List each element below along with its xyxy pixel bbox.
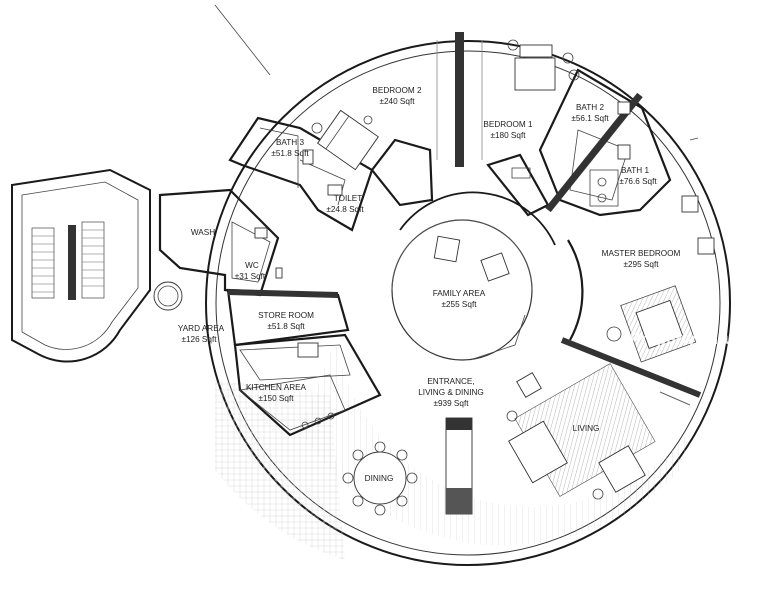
house-logo-icon	[598, 314, 626, 348]
outer-walls	[205, 4, 731, 566]
kitchen-floor-tiles	[215, 380, 345, 560]
room-kitchen-area-name: KITCHEN AREA	[246, 383, 307, 392]
room-entrance-name-line1: ENTRANCE,	[427, 377, 474, 386]
room-bath2-name: BATH 2	[576, 103, 605, 112]
room-wc-name: WC	[245, 261, 259, 270]
watermark-text: PropertyGuru	[630, 331, 734, 348]
furniture	[239, 39, 715, 516]
room-store-room-area: ±51.8 Sqft	[267, 322, 305, 331]
room-dining-name: DINING	[365, 474, 394, 483]
room-master-bedroom-name: MASTER BEDROOM	[602, 249, 681, 258]
room-bedroom2-name: BEDROOM 2	[372, 86, 422, 95]
room-store-room-name: STORE ROOM	[258, 311, 314, 320]
room-master-bedroom-area: ±295 Sqft	[624, 260, 660, 269]
room-kitchen-area-area: ±150 Sqft	[259, 394, 295, 403]
stair-tower	[11, 168, 183, 363]
watermark: PropertyGuru	[598, 314, 734, 348]
room-living-name: LIVING	[573, 424, 600, 433]
room-family-area-area: ±255 Sqft	[442, 300, 478, 309]
room-toilet-name: TOILET	[334, 194, 363, 203]
room-bedroom1-name: BEDROOM 1	[483, 120, 533, 129]
room-toilet-area: ±24.8 Sqft	[326, 205, 364, 214]
room-yard-area-name: YARD AREA	[178, 324, 225, 333]
room-bedroom2-area: ±240 Sqft	[380, 97, 416, 106]
room-wash-name: WASH	[191, 228, 215, 237]
structural-beams	[227, 32, 702, 406]
room-labels: BEDROOM 2 ±240 Sqft BEDROOM 1 ±180 Sqft …	[178, 86, 681, 483]
room-wc-area: ±31 Sqft	[235, 272, 266, 281]
room-bath1-name: BATH 1	[621, 166, 650, 175]
room-entrance-name-line2: LIVING & DINING	[418, 388, 484, 397]
room-entrance-area: ±939 Sqft	[434, 399, 470, 408]
room-bath2-area: ±56.1 Sqft	[571, 114, 609, 123]
room-bath3-area: ±51.8 Sqft	[271, 149, 309, 158]
room-bedroom1-area: ±180 Sqft	[491, 131, 527, 140]
room-bath3-name: BATH 3	[276, 138, 305, 147]
room-bath1-area: ±76.6 Sqft	[619, 177, 657, 186]
room-yard-area-area: ±126 Sqft	[182, 335, 218, 344]
room-family-area-name: FAMILY AREA	[433, 289, 486, 298]
